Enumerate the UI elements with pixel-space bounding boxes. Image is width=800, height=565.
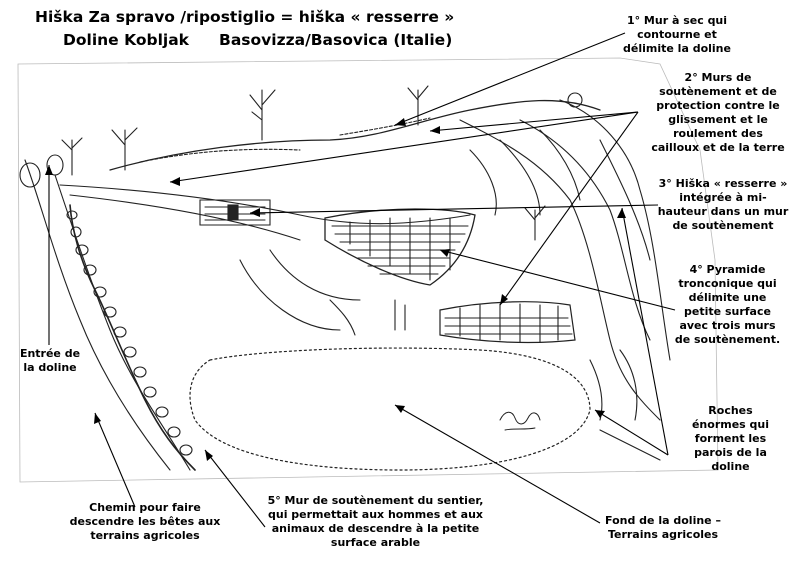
signature-drawing [499,411,541,425]
label-3-hiska: 3° Hiška « resserre »intégrée à mi-haute… [657,177,789,232]
dry-wall-rim [109,99,601,171]
leader-lines [48,32,676,528]
path-retaining-wall [69,204,196,471]
arrowheads [45,118,626,461]
label-floor: Fond de la doline –Terrains agricoles [605,514,721,541]
title-line-2-location: Basovizza/Basovica (Italie) [219,31,453,49]
title-line-1: Hiška Za spravo /ripostiglio = hiška « r… [35,8,455,26]
paper-edge [17,57,719,483]
label-5-path-wall: 5° Mur de soutènement du sentier,qui per… [267,494,484,549]
doline-floor [189,347,591,471]
title-line-2-doline: Doline Kobljak [63,31,189,49]
pyramid-walls [439,301,576,344]
right-cliff [459,119,661,421]
